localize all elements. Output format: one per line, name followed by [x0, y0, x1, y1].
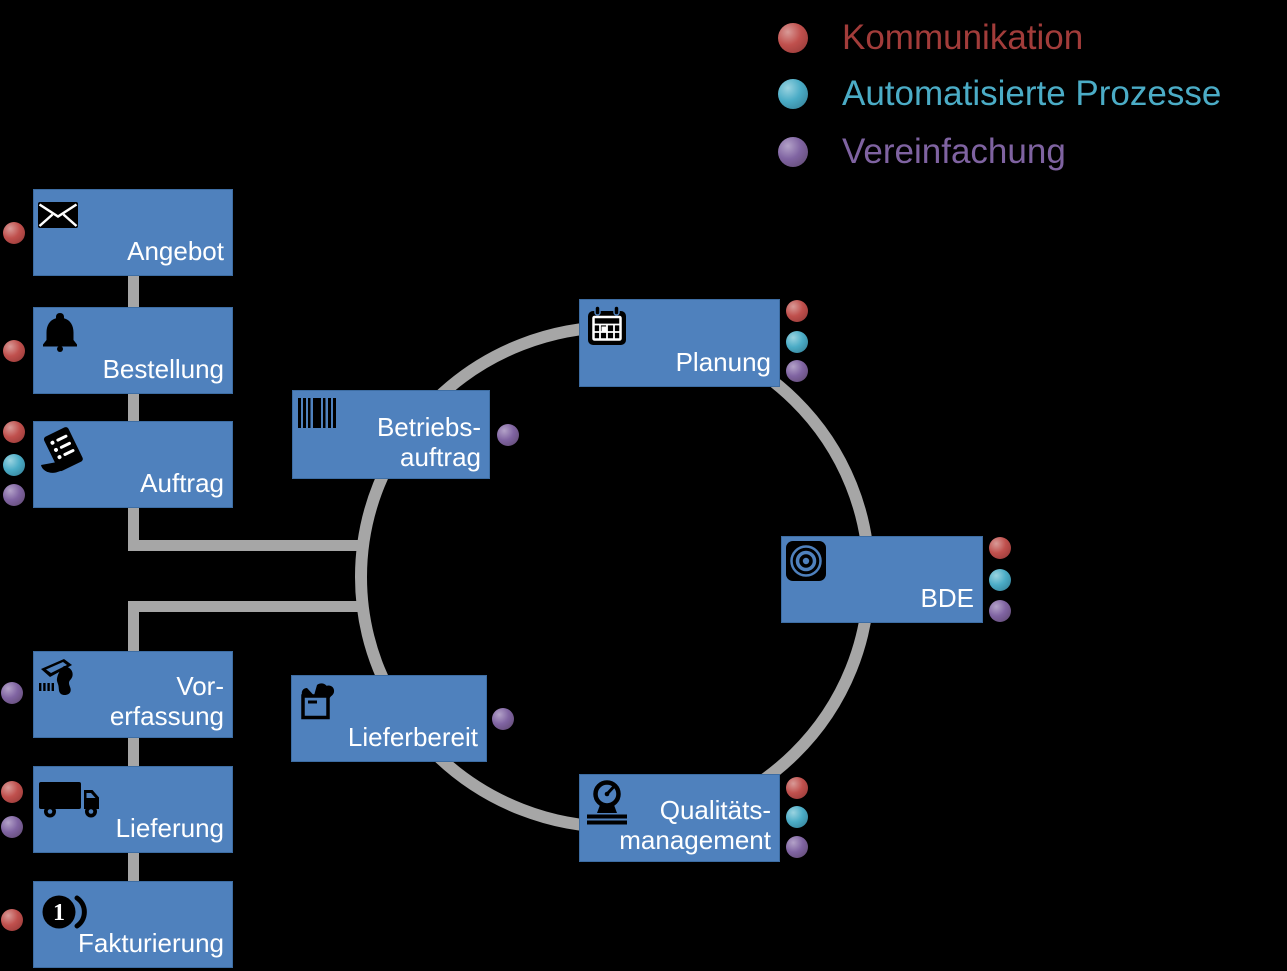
dot-kommunikation-bde: [989, 537, 1011, 559]
document-list-icon: [41, 427, 83, 473]
dot-automatisierte-prozesse-qualitaetsmanagement: [786, 806, 808, 828]
legend-label-automatisierte-prozesse: Automatisierte Prozesse: [842, 74, 1222, 113]
box-label: Lieferung: [115, 813, 224, 844]
dot-kommunikation-auftrag: [3, 421, 25, 443]
coin-number: 1: [53, 900, 65, 926]
box-label: Lieferbereit: [347, 722, 478, 753]
dot-vereinfachung-qualitaetsmanagement: [786, 836, 808, 858]
legend-label-vereinfachung: Vereinfachung: [842, 132, 1066, 171]
process-box-lieferbereit: Lieferbereit: [291, 675, 487, 762]
truck-icon: [39, 782, 99, 818]
process-box-vorerfassung: Vor- erfassung: [33, 651, 233, 738]
dot-vereinfachung-bde: [989, 600, 1011, 622]
box-label: BDE: [920, 583, 974, 614]
barcode-scanner-icon: [39, 659, 73, 696]
dot-kommunikation-angebot: [3, 222, 25, 244]
process-box-lieferung: Lieferung: [33, 766, 233, 853]
dot-vereinfachung-lieferung: [1, 816, 23, 838]
coin-icon: 1: [42, 895, 87, 929]
process-box-bde: BDE: [781, 536, 983, 623]
envelope-icon: [38, 202, 78, 228]
process-box-auftrag: Auftrag: [33, 421, 233, 508]
dot-kommunikation-lieferung: [1, 781, 23, 803]
dot-vereinfachung-planung: [786, 360, 808, 382]
legend-dot-kommunikation: [778, 23, 808, 53]
box-label: Angebot: [127, 236, 224, 267]
legend-item-kommunikation: Kommunikation: [778, 18, 1083, 58]
dot-automatisierte-prozesse-auftrag: [3, 454, 25, 476]
target-icon: [786, 541, 826, 581]
process-box-qualitaetsmanagement: Qualitäts- management: [579, 774, 780, 862]
legend-dot-vereinfachung: [778, 137, 808, 167]
dot-kommunikation-planung: [786, 300, 808, 322]
process-box-betriebsauftrag: Betriebs- auftrag: [292, 390, 490, 479]
dot-kommunikation-fakturierung: [1, 909, 23, 931]
calendar-icon: [588, 305, 626, 345]
legend-item-vereinfachung: Vereinfachung: [778, 132, 1066, 172]
dot-automatisierte-prozesse-bde: [989, 569, 1011, 591]
legend-label-kommunikation: Kommunikation: [842, 18, 1084, 57]
box-label: Vor- erfassung: [109, 670, 224, 732]
gauge-icon: [587, 780, 627, 825]
process-box-bestellung: Bestellung: [33, 307, 233, 394]
legend-dot-automatisierte-prozesse: [778, 79, 808, 109]
dot-automatisierte-prozesse-planung: [786, 331, 808, 353]
process-box-planung: Planung: [579, 299, 780, 387]
box-label: Fakturierung: [78, 928, 224, 959]
process-box-angebot: Angebot: [33, 189, 233, 276]
dot-vereinfachung-betriebsauftrag: [497, 424, 519, 446]
box-label: Qualitäts- management: [619, 794, 771, 856]
process-box-fakturierung: 1 Fakturierung: [33, 881, 233, 968]
legend-item-automatisierte-prozesse: Automatisierte Prozesse: [778, 74, 1221, 114]
open-box-icon: [301, 683, 335, 720]
box-label: Planung: [675, 347, 771, 378]
dot-vereinfachung-vorerfassung: [1, 682, 23, 704]
box-label: Betriebs- auftrag: [376, 411, 481, 473]
box-label: Auftrag: [140, 468, 224, 499]
dot-vereinfachung-lieferbereit: [492, 708, 514, 730]
dot-kommunikation-bestellung: [3, 340, 25, 362]
barcode-icon: [298, 398, 336, 428]
dot-kommunikation-qualitaetsmanagement: [786, 777, 808, 799]
bell-icon: [43, 313, 77, 352]
dot-vereinfachung-auftrag: [3, 484, 25, 506]
box-label: Bestellung: [102, 354, 224, 385]
